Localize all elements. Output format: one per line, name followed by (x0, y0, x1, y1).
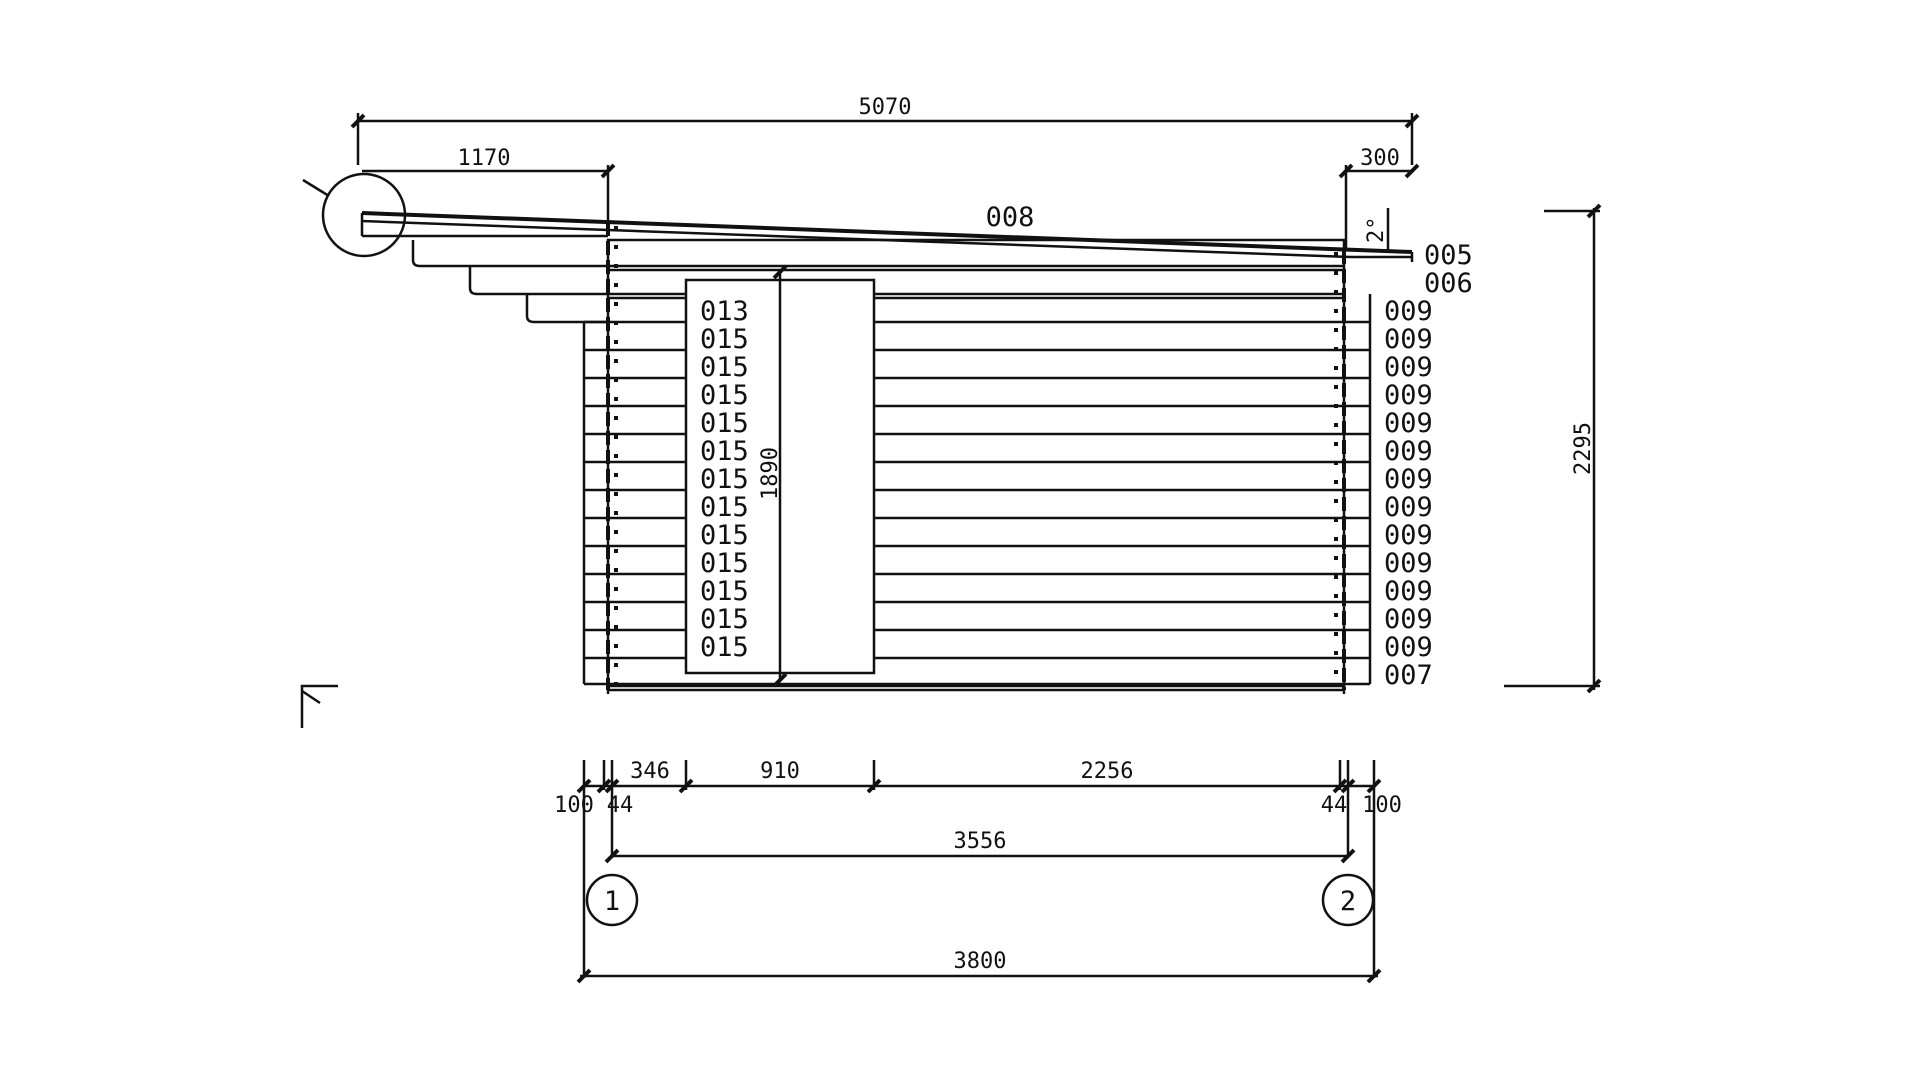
door-log-label: 015 (700, 464, 749, 495)
door-log-label: 015 (700, 632, 749, 663)
fascia-bottom-label: 006 (1424, 268, 1473, 299)
door-log-label: 015 (700, 436, 749, 467)
log-label: 009 (1384, 548, 1433, 579)
dim-right-overhang: 300 (1338, 146, 1420, 250)
dim-3800-text: 3800 (954, 949, 1007, 974)
door: 1890 013 (684, 264, 876, 688)
dim-overall-roof: 5070 (350, 95, 1420, 165)
roof-label: 008 (986, 202, 1035, 233)
log-label: 009 (1384, 352, 1433, 383)
door-log-label: 015 (700, 548, 749, 579)
door-top-label: 013 (700, 296, 749, 327)
dim-left-100-text: 100 (554, 793, 594, 818)
axis-1-text: 1 (604, 886, 620, 917)
log-label: 009 (1384, 492, 1433, 523)
roof: 008 (360, 202, 1414, 262)
dim-total-height: 2295 (1504, 203, 1602, 694)
door-log-label: 015 (700, 408, 749, 439)
log-label: 009 (1384, 520, 1433, 551)
detail-callout (302, 172, 407, 258)
log-label: 009 (1384, 436, 1433, 467)
dim-2295-text: 2295 (1571, 422, 1596, 475)
log-label: 009 (1384, 324, 1433, 355)
axis-marker-2: 2 (1321, 873, 1375, 927)
pitch-text: 2° (1364, 217, 1389, 244)
door-log-label: 015 (700, 380, 749, 411)
dim-left-44-text: 44 (607, 793, 634, 818)
dim-overall-width: 3800 (576, 949, 1382, 984)
dim-3556-text: 3556 (954, 829, 1007, 854)
log-label: 009 (1384, 576, 1433, 607)
log-label: 009 (1384, 632, 1433, 663)
door-log-label: 015 (700, 604, 749, 635)
dim-left-overhang: 1170 (362, 146, 616, 222)
door-log-label: 015 (700, 492, 749, 523)
door-log-labels: 015 015 015 015 015 015 015 015 015 015 … (700, 324, 749, 663)
dim-1170-text: 1170 (458, 146, 511, 171)
axis-2-text: 2 (1340, 886, 1356, 917)
dim-300-text: 300 (1360, 146, 1400, 171)
axis-marker-1: 1 (585, 873, 639, 927)
roof-pitch: 2° (1364, 208, 1390, 250)
door-log-label: 015 (700, 324, 749, 355)
right-labels: 005 006 009 009 009 009 009 009 009 009 … (1384, 240, 1473, 691)
dim-right-100-text: 100 (1362, 793, 1402, 818)
dim-chain: 346 910 2256 100 44 44 100 (554, 759, 1402, 978)
door-log-label: 015 (700, 576, 749, 607)
dim-2256-text: 2256 (1081, 759, 1134, 784)
bottom-log-label: 007 (1384, 660, 1433, 691)
overhang-brackets (411, 240, 608, 684)
door-height-text: 1890 (758, 447, 783, 500)
dim-910-text: 910 (760, 759, 800, 784)
fascia-top-label: 005 (1424, 240, 1473, 271)
log-label: 009 (1384, 408, 1433, 439)
log-label: 009 (1384, 296, 1433, 327)
door-log-label: 015 (700, 520, 749, 551)
dim-axis-span: 3556 (604, 829, 1356, 864)
door-log-label: 015 (700, 352, 749, 383)
section-marker (300, 684, 338, 728)
dim-right-44-text: 44 (1321, 793, 1348, 818)
dim-346-text: 346 (630, 759, 670, 784)
log-label: 009 (1384, 464, 1433, 495)
log-label: 009 (1384, 380, 1433, 411)
log-label: 009 (1384, 604, 1433, 635)
dim-5070-text: 5070 (859, 95, 912, 120)
